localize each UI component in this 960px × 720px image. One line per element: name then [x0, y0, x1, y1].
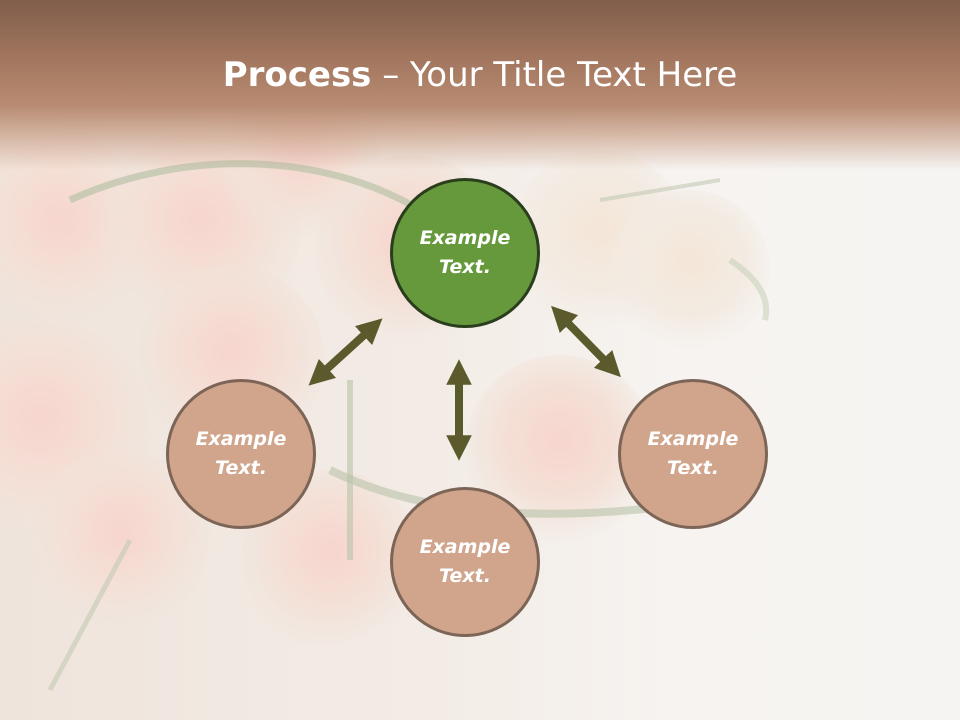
- process-node-bottom[interactable]: Example Text.: [390, 487, 540, 637]
- process-node-left[interactable]: Example Text.: [166, 379, 316, 529]
- slide-title: Process – Your Title Text Here: [0, 52, 960, 98]
- process-node-right[interactable]: Example Text.: [618, 379, 768, 529]
- process-node-bottom-label: Example Text.: [419, 536, 511, 587]
- process-node-center[interactable]: Example Text.: [390, 178, 540, 328]
- process-node-center-label: Example Text.: [419, 227, 511, 278]
- title-bold-part: Process: [222, 55, 372, 95]
- process-node-left-label: Example Text.: [195, 428, 287, 479]
- title-rest: – Your Title Text Here: [371, 55, 738, 95]
- title-band: Process – Your Title Text Here: [0, 0, 960, 170]
- arrow-center-left: [308, 318, 383, 386]
- arrow-center-right: [551, 305, 621, 378]
- process-node-right-label: Example Text.: [647, 428, 739, 479]
